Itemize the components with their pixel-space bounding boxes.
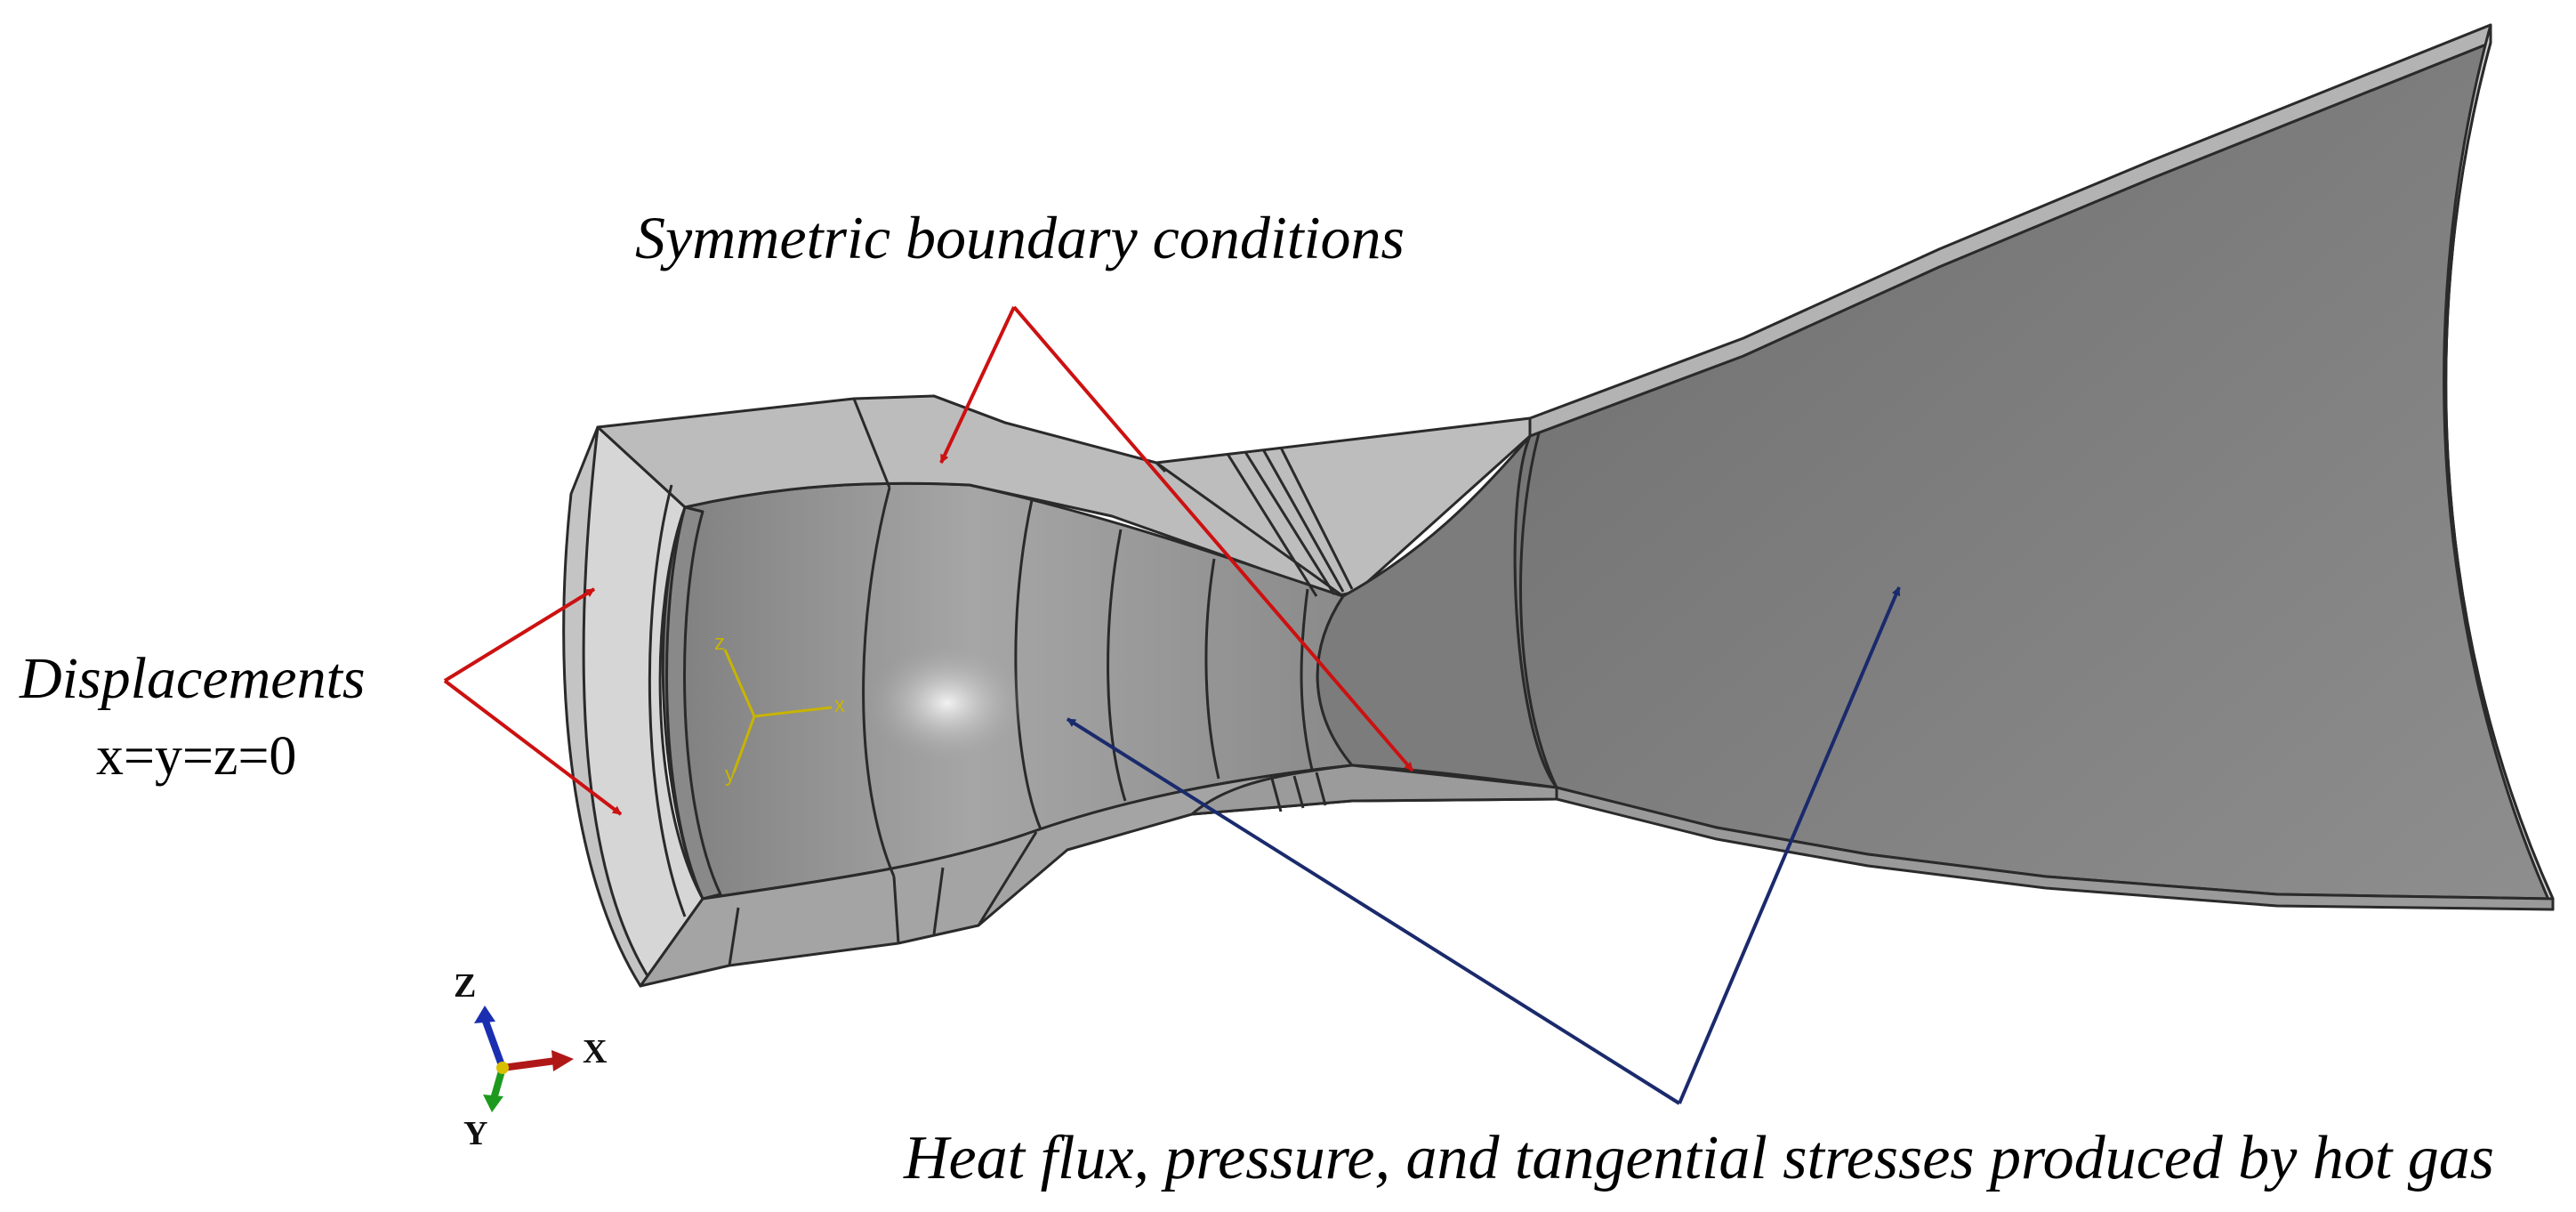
- global-axis-triad: [474, 1006, 574, 1112]
- displacement-arrows: [443, 587, 623, 816]
- throat-inner-surface: [1316, 434, 1558, 789]
- triad-y-label: Y: [463, 1115, 488, 1152]
- local-axis-z-label: z: [714, 631, 725, 655]
- inlet-inner-surface: [665, 505, 722, 901]
- displacements-label: Displacements: [20, 646, 366, 711]
- local-coordinate-system: [723, 649, 833, 773]
- surface-highlight: [863, 641, 1032, 765]
- bell-bottom-wall: [1555, 786, 2555, 911]
- local-axis-y-label: y: [725, 763, 736, 787]
- inlet-top-wall: [596, 394, 1345, 598]
- heat-flux-label: Heat flux, pressure, and tangential stre…: [904, 1124, 2495, 1192]
- local-axis-x-label: x: [834, 693, 845, 717]
- nozzle-model: [562, 23, 2555, 988]
- symmetric-bc-arrows: [939, 305, 1414, 772]
- bell-inner-surface: [1513, 41, 2555, 901]
- triad-x-label: X: [583, 1033, 608, 1071]
- displacements-value: x=y=z=0: [96, 726, 297, 787]
- partition-lines: [648, 394, 1558, 966]
- throat-bottom-wall: [1190, 764, 1558, 816]
- symmetric-bc-label: Symmetric boundary conditions: [635, 204, 1405, 271]
- heat-flux-arrows: [1066, 586, 1901, 1105]
- triad-z-label: Z: [454, 967, 477, 1005]
